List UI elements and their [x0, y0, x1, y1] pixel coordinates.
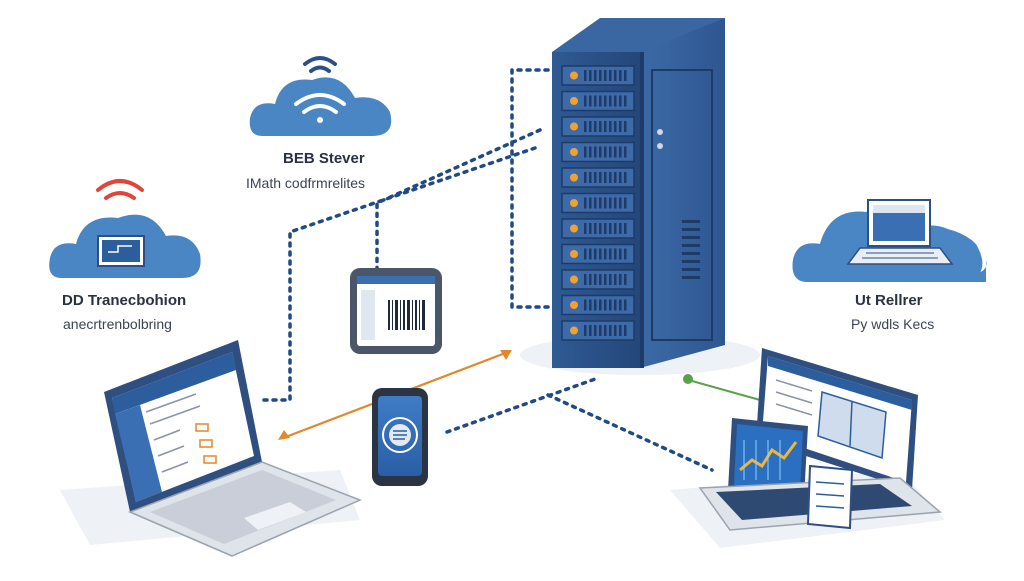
link-rack-to-laptop — [258, 146, 537, 402]
cloud-top-title: BEB Stever — [283, 150, 365, 167]
cloud-top-subtitle: IMath codfrmrelites — [246, 175, 366, 191]
workstation-right — [698, 348, 942, 531]
monitor-icon — [97, 235, 145, 267]
cloud-right-title: Ut Rellrer — [855, 292, 923, 309]
cloud-left-subtitle: anecrtrenbolbring — [63, 316, 172, 332]
green-link — [683, 374, 761, 401]
server-bay — [561, 269, 635, 290]
cloud-left — [49, 179, 201, 278]
wifi-icon — [96, 179, 144, 200]
server-bay — [561, 320, 635, 341]
server-bay — [561, 192, 635, 214]
link-rack-to-topleft — [510, 68, 550, 309]
server-rack — [552, 18, 725, 368]
laptop-left — [104, 340, 362, 557]
server-bay — [561, 116, 635, 137]
server-bays — [561, 65, 635, 341]
server-bay — [561, 218, 635, 239]
link-rack-to-workstation — [546, 393, 714, 472]
cloud-left-title: DD Tranecbohion — [62, 292, 187, 309]
cloud-right-subtitle: Py wdls Kecs — [851, 316, 935, 332]
barcode-icon — [388, 300, 425, 330]
server-bay — [561, 167, 635, 188]
link-rack-to-tablet — [375, 128, 542, 287]
server-bay — [561, 65, 635, 86]
laptop-icon — [846, 199, 954, 265]
server-bay — [561, 294, 635, 316]
server-bay — [561, 141, 635, 163]
wifi-icon — [294, 93, 346, 123]
wifi-icon — [303, 56, 337, 73]
barcode-tablet — [350, 268, 442, 354]
server-bay — [561, 243, 635, 265]
cloud-right — [792, 199, 987, 282]
phone-icon — [372, 388, 428, 486]
connection-lines — [258, 68, 714, 472]
link-phone-to-right — [445, 376, 600, 434]
server-bay — [561, 90, 635, 112]
cloud-top — [249, 56, 392, 136]
